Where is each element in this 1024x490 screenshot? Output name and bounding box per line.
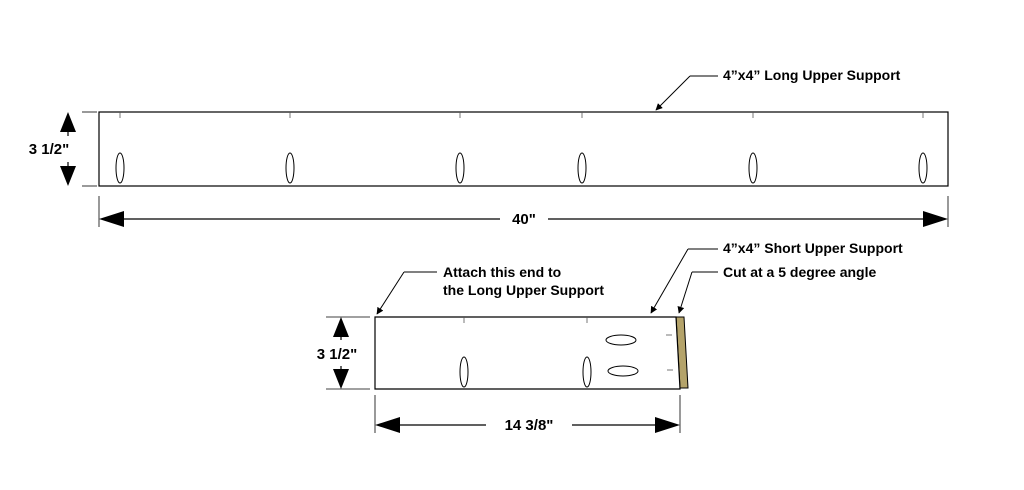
attach-note-leader [376, 271, 437, 315]
short-support-callout: 4”x4” Short Upper Support [723, 240, 903, 256]
cut-note-leader [677, 271, 718, 314]
long-support-pocket-holes [115, 152, 928, 184]
short-support-board [374, 316, 681, 390]
pocket-hole [607, 365, 639, 377]
short-support-length-dimension [374, 395, 681, 433]
pocket-hole [115, 152, 125, 184]
cut-note: Cut at a 5 degree angle [723, 264, 876, 280]
pocket-hole [918, 152, 928, 184]
pocket-hole [577, 152, 587, 184]
pocket-hole [605, 334, 637, 346]
long-support-length-label: 40" [512, 211, 536, 228]
pocket-hole [459, 356, 469, 388]
attach-note-line2: the Long Upper Support [443, 282, 604, 298]
long-support-tick-marks [119, 112, 924, 118]
short-support-callout-leader [650, 248, 718, 314]
long-support-board [98, 111, 949, 187]
short-support-drawing: Attach this end to the Long Upper Suppor… [317, 240, 903, 434]
short-support-height-label: 3 1/2" [317, 346, 357, 363]
pocket-hole [582, 356, 592, 388]
long-support-height-dimension [60, 111, 97, 187]
long-support-callout: 4”x4” Long Upper Support [723, 67, 901, 83]
short-support-tick-marks [463, 317, 673, 371]
attach-note-line1: Attach this end to [443, 264, 561, 280]
short-support-length-label: 14 3/8" [505, 417, 554, 434]
long-support-height-label: 3 1/2" [29, 141, 69, 158]
pocket-hole [455, 152, 465, 184]
short-support-height-dimension [326, 316, 370, 390]
pocket-hole [285, 152, 295, 184]
pocket-hole [748, 152, 758, 184]
long-support-callout-leader [655, 75, 718, 111]
long-support-length-dimension [98, 196, 949, 227]
short-support-pocket-holes [459, 334, 639, 388]
long-support-drawing: 4”x4” Long Upper Support 3 1/2" 40" [29, 67, 949, 228]
